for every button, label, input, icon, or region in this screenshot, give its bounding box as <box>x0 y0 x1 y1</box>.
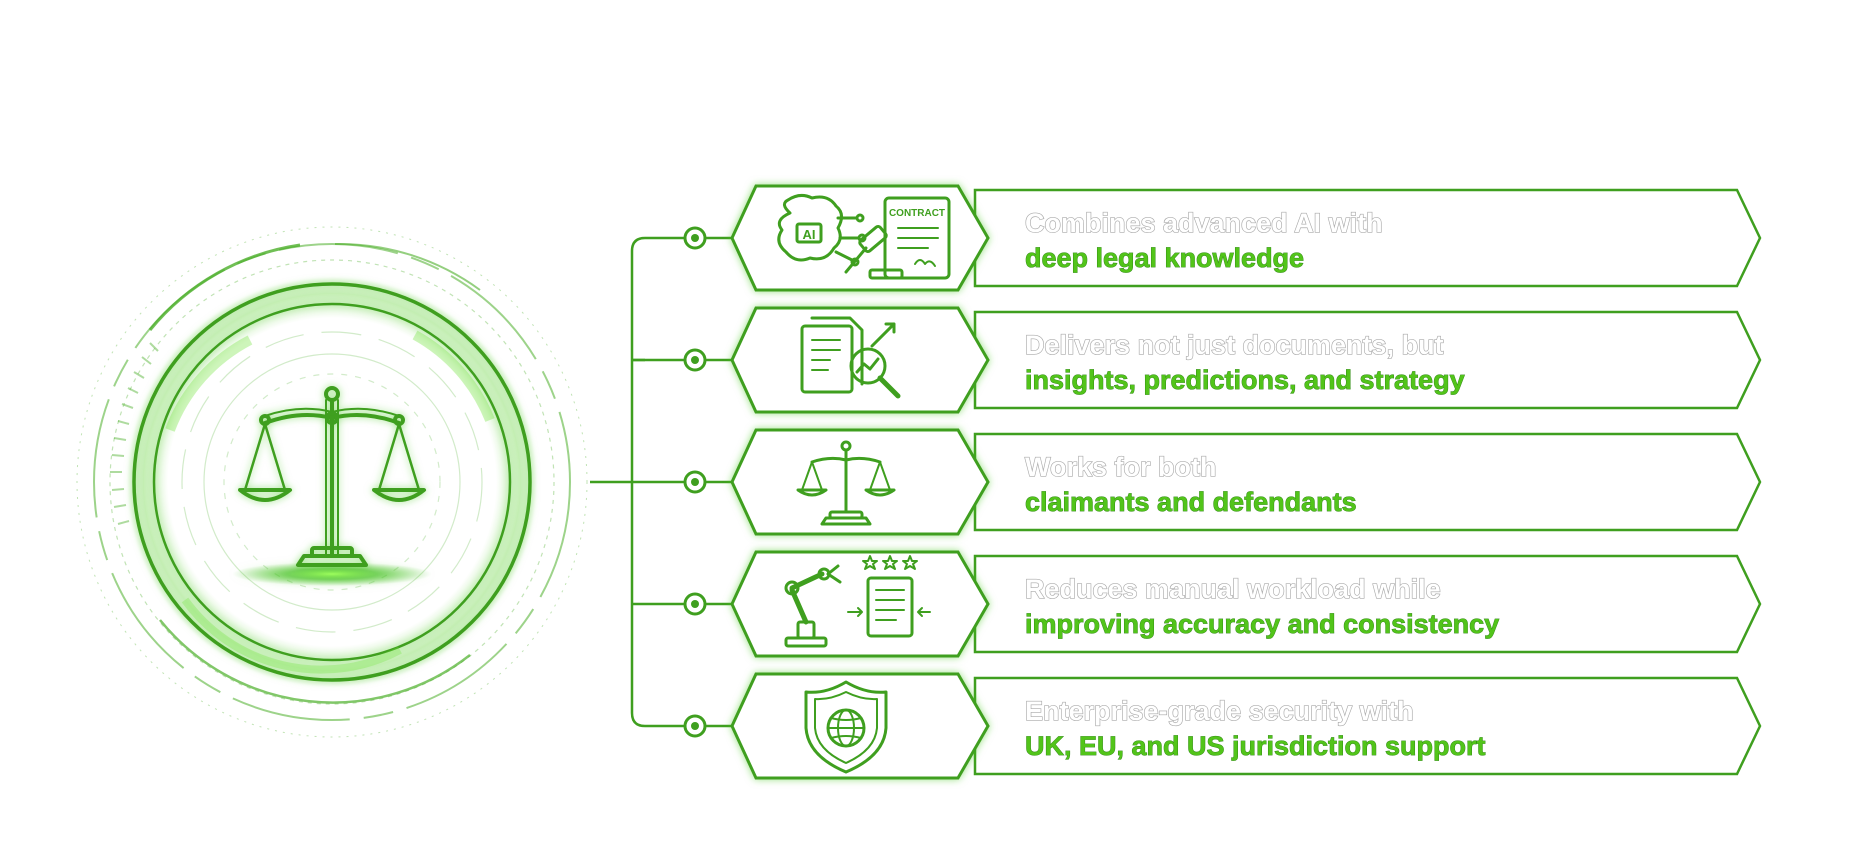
feature-line2: improving accuracy and consistency <box>1025 609 1499 639</box>
contract-label: CONTRACT <box>889 208 945 219</box>
feature-row: Delivers not just documents, but insight… <box>683 306 1762 414</box>
icon-hexagon <box>730 428 990 536</box>
document-analytics-magnifier-icon <box>800 316 901 399</box>
feature-line2: UK, EU, and US jurisdiction support <box>1025 731 1486 761</box>
feature-line1: Enterprise-grade security with <box>1025 696 1414 726</box>
shield-globe-icon <box>804 680 888 774</box>
feature-line1: Combines advanced AI with <box>1025 208 1383 238</box>
hub-ring-inner <box>152 302 512 662</box>
feature-line1: Reduces manual workload while <box>1025 574 1441 604</box>
connector-lines <box>590 236 695 728</box>
icon-hexagon <box>730 550 990 658</box>
feature-row: AI CONTRACT Combines advanced AI with de… <box>683 184 1762 292</box>
feature-banner <box>973 310 1762 410</box>
feature-row: Enterprise-grade security with UK, EU, a… <box>683 672 1762 780</box>
feature-line2: claimants and defendants <box>1025 487 1357 517</box>
robot-arm-document-stars-icon <box>784 555 931 648</box>
feature-line1: Works for both <box>1025 452 1217 482</box>
trunk-line <box>630 236 695 728</box>
feature-banner <box>973 554 1762 654</box>
feature-banner <box>973 188 1762 288</box>
stars-icon <box>862 555 918 570</box>
hub-tick-marks <box>110 342 159 525</box>
feature-line2: deep legal knowledge <box>1025 243 1304 273</box>
hub-outer-rings <box>76 226 588 738</box>
feature-banner <box>973 432 1762 532</box>
feature-row: Works for both claimants and defendants <box>683 428 1762 536</box>
scales-of-justice-icon <box>232 386 432 586</box>
feature-line2: insights, predictions, and strategy <box>1025 365 1465 395</box>
feature-rows: AI CONTRACT Combines advanced AI with de… <box>683 184 1762 780</box>
feature-row: Reduces manual workload while improving … <box>683 550 1762 658</box>
icon-hexagon <box>730 672 990 780</box>
hub-emblem <box>76 226 588 738</box>
ai-brain-gavel-contract-icon: AI CONTRACT <box>777 193 951 280</box>
hub-ring-outer <box>132 282 532 682</box>
ai-chip-label: AI <box>803 227 816 242</box>
feature-banner <box>973 676 1762 776</box>
icon-hexagon <box>730 306 990 414</box>
scales-icon <box>796 440 896 526</box>
feature-line1: Delivers not just documents, but <box>1025 330 1444 360</box>
